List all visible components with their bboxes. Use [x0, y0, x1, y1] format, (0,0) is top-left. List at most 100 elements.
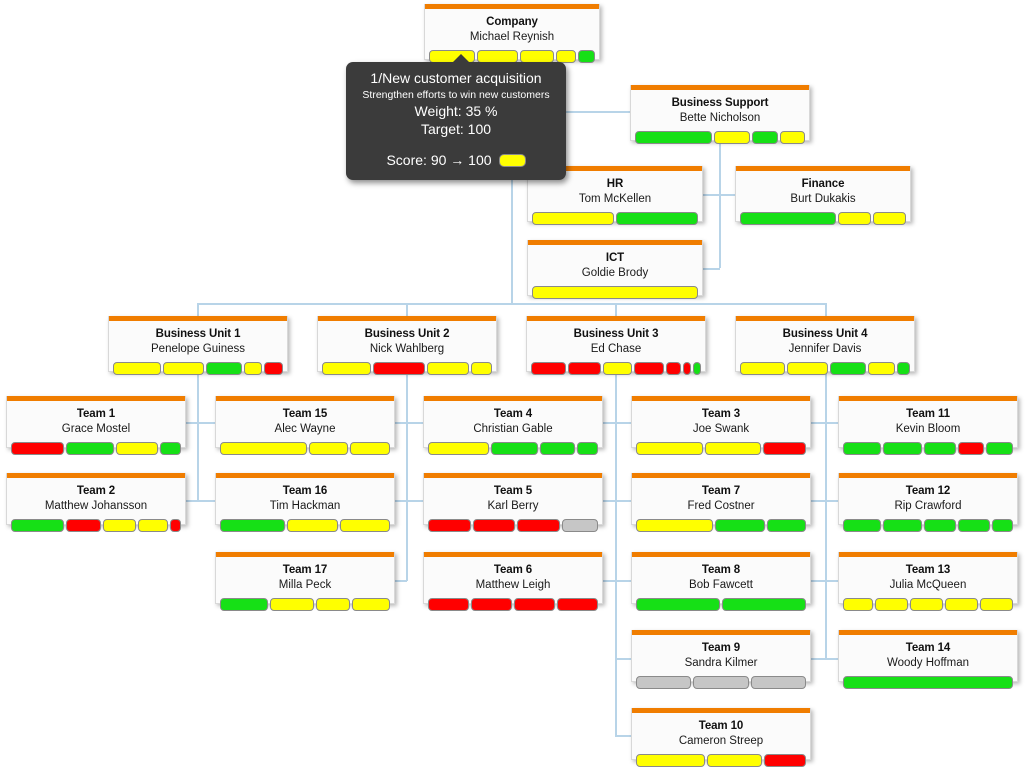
kpi-segment-r[interactable]	[531, 362, 567, 375]
kpi-segment-r[interactable]	[557, 598, 598, 611]
kpi-segment-y[interactable]	[909, 598, 943, 611]
kpi-segment-y[interactable]	[322, 362, 371, 375]
kpi-segment-y[interactable]	[636, 519, 713, 532]
kpi-segment-y[interactable]	[426, 362, 470, 375]
kpi-segment-r[interactable]	[957, 442, 984, 455]
kpi-segment-y[interactable]	[740, 362, 785, 375]
kpi-segment-x[interactable]	[561, 519, 598, 532]
node-kpi-bar[interactable]	[740, 212, 906, 225]
node-kpi-bar[interactable]	[636, 519, 806, 532]
kpi-segment-r[interactable]	[264, 362, 283, 375]
kpi-segment-y[interactable]	[339, 519, 390, 532]
kpi-segment-r[interactable]	[517, 519, 560, 532]
node-kpi-bar[interactable]	[636, 598, 806, 611]
node-kpi-bar[interactable]	[532, 212, 698, 225]
kpi-segment-g[interactable]	[576, 442, 598, 455]
kpi-segment-y[interactable]	[220, 442, 307, 455]
node-kpi-bar[interactable]	[740, 362, 910, 375]
kpi-segment-y[interactable]	[707, 754, 762, 767]
kpi-segment-y[interactable]	[103, 519, 137, 532]
kpi-segment-y[interactable]	[786, 362, 829, 375]
kpi-segment-g[interactable]	[693, 362, 701, 375]
node-kpi-bar[interactable]	[532, 286, 698, 299]
node-kpi-bar[interactable]	[636, 754, 806, 767]
kpi-segment-x[interactable]	[693, 676, 749, 689]
kpi-segment-r[interactable]	[666, 362, 681, 375]
kpi-segment-g[interactable]	[985, 442, 1013, 455]
kpi-segment-x[interactable]	[636, 676, 692, 689]
kpi-segment-g[interactable]	[883, 442, 922, 455]
kpi-segment-g[interactable]	[66, 442, 114, 455]
node-kpi-bar[interactable]	[220, 442, 390, 455]
node-kpi-bar[interactable]	[843, 442, 1013, 455]
kpi-segment-x[interactable]	[750, 676, 806, 689]
kpi-segment-g[interactable]	[752, 131, 778, 144]
kpi-segment-r[interactable]	[372, 362, 425, 375]
node-kpi-bar[interactable]	[11, 519, 182, 532]
kpi-segment-g[interactable]	[957, 519, 990, 532]
kpi-segment-g[interactable]	[830, 362, 866, 375]
node-kpi-bar[interactable]	[11, 442, 181, 455]
kpi-segment-y[interactable]	[872, 212, 906, 225]
node-kpi-bar[interactable]	[635, 131, 805, 144]
kpi-segment-y[interactable]	[315, 598, 351, 611]
kpi-segment-r[interactable]	[428, 598, 469, 611]
node-kpi-bar[interactable]	[636, 442, 806, 455]
kpi-segment-y[interactable]	[704, 442, 762, 455]
node-kpi-bar[interactable]	[220, 598, 390, 611]
kpi-segment-y[interactable]	[115, 442, 158, 455]
node-kpi-bar[interactable]	[843, 519, 1013, 532]
kpi-segment-r[interactable]	[763, 754, 806, 767]
kpi-segment-g[interactable]	[923, 519, 956, 532]
kpi-segment-g[interactable]	[220, 598, 268, 611]
kpi-segment-y[interactable]	[138, 519, 168, 532]
kpi-segment-g[interactable]	[616, 212, 698, 225]
kpi-segment-y[interactable]	[269, 598, 314, 611]
kpi-segment-r[interactable]	[568, 362, 601, 375]
kpi-segment-y[interactable]	[979, 598, 1013, 611]
kpi-segment-y[interactable]	[837, 212, 871, 225]
kpi-segment-y[interactable]	[162, 362, 205, 375]
node-kpi-bar[interactable]	[113, 362, 283, 375]
kpi-segment-y[interactable]	[113, 362, 161, 375]
node-kpi-bar[interactable]	[220, 519, 390, 532]
kpi-segment-g[interactable]	[897, 362, 910, 375]
kpi-segment-y[interactable]	[308, 442, 349, 455]
node-kpi-bar[interactable]	[843, 676, 1013, 689]
node-kpi-bar[interactable]	[843, 598, 1013, 611]
kpi-segment-g[interactable]	[740, 212, 836, 225]
kpi-segment-y[interactable]	[867, 362, 896, 375]
kpi-segment-g[interactable]	[636, 598, 720, 611]
kpi-segment-g[interactable]	[992, 519, 1013, 532]
kpi-segment-g[interactable]	[540, 442, 575, 455]
kpi-segment-r[interactable]	[65, 519, 102, 532]
kpi-segment-y[interactable]	[352, 598, 390, 611]
kpi-segment-r[interactable]	[763, 442, 806, 455]
kpi-segment-y[interactable]	[636, 754, 706, 767]
kpi-segment-g[interactable]	[843, 519, 882, 532]
kpi-segment-y[interactable]	[287, 519, 338, 532]
kpi-segment-y[interactable]	[556, 50, 577, 63]
kpi-segment-g[interactable]	[578, 50, 596, 63]
kpi-segment-y[interactable]	[843, 598, 873, 611]
node-kpi-bar[interactable]	[428, 442, 598, 455]
node-kpi-bar[interactable]	[636, 676, 806, 689]
kpi-segment-g[interactable]	[490, 442, 538, 455]
kpi-segment-g[interactable]	[11, 519, 64, 532]
kpi-segment-y[interactable]	[779, 131, 805, 144]
